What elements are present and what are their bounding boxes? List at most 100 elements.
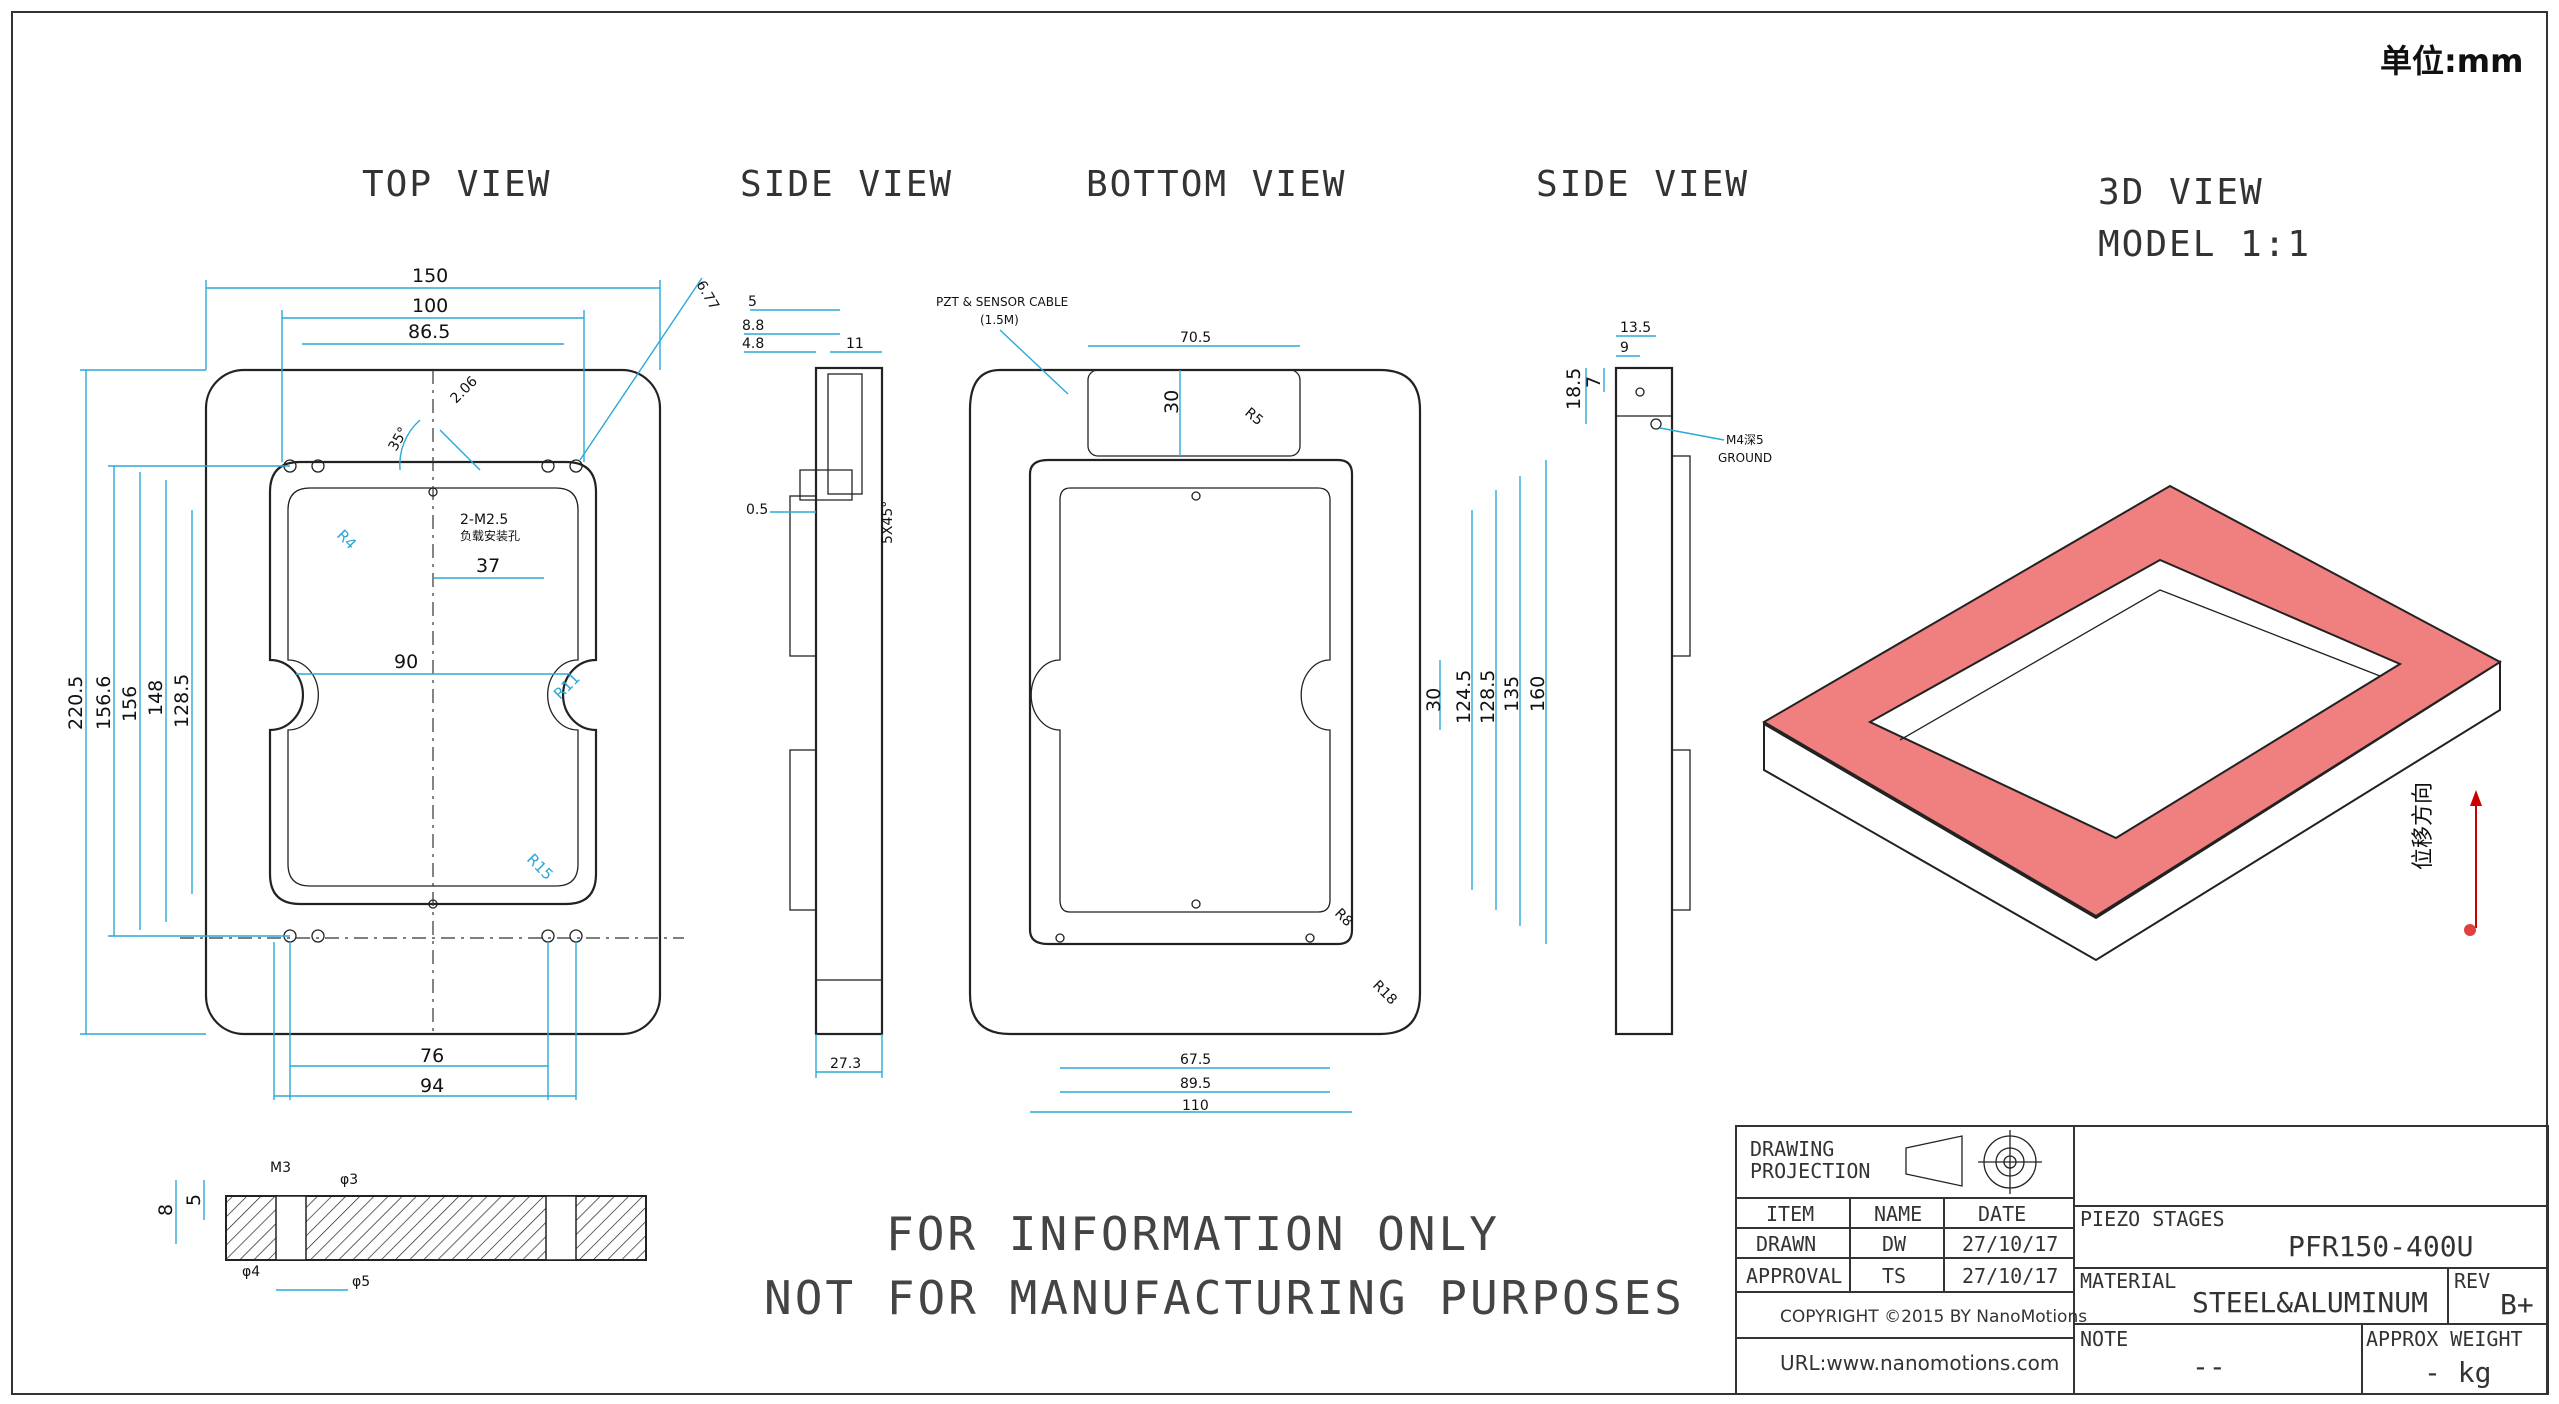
side-hole bbox=[1635, 387, 1645, 397]
dim-128-5: 128.5 bbox=[171, 674, 193, 728]
dim-m2-5: 2-M2.5 bbox=[460, 512, 508, 528]
dim-220-5: 220.5 bbox=[65, 676, 87, 730]
section-hole bbox=[545, 1195, 577, 1261]
side-view-2: 13.5 9 18.5 7 M4深5 GROUND bbox=[1563, 320, 1772, 1036]
tb-approved-by: TS bbox=[1882, 1264, 1906, 1288]
tb-material-label: MATERIAL bbox=[2080, 1269, 2176, 1293]
bottom-hole bbox=[1191, 491, 1201, 501]
tb-note-label: NOTE bbox=[2080, 1327, 2128, 1351]
dim-94: 94 bbox=[420, 1075, 444, 1097]
tb-note-value: -- bbox=[2192, 1350, 2226, 1383]
side-view-1-body bbox=[814, 366, 884, 1036]
dim-4-8: 4.8 bbox=[742, 336, 764, 352]
direction-arrow-head bbox=[2470, 790, 2482, 806]
dim-phi4: φ4 bbox=[242, 1264, 260, 1280]
dim-124-5: 124.5 bbox=[1453, 670, 1475, 724]
side-view-1-section bbox=[799, 469, 853, 501]
tb-material-value: STEEL&ALUMINUM bbox=[2192, 1286, 2428, 1319]
tb-piezo-value: PFR150-400U bbox=[2288, 1230, 2473, 1263]
dim-37: 37 bbox=[476, 555, 500, 577]
dim-70-5: 70.5 bbox=[1180, 330, 1211, 346]
tb-approval: APPROVAL bbox=[1746, 1264, 1842, 1288]
cable-label: PZT & SENSOR CABLE bbox=[936, 295, 1068, 309]
bottom-hole bbox=[1191, 899, 1201, 909]
dim-7: 7 bbox=[1583, 376, 1605, 388]
tb-date: DATE bbox=[1978, 1202, 2026, 1226]
bottom-hole bbox=[1055, 933, 1065, 943]
title-side-view-2: SIDE VIEW bbox=[1536, 164, 1749, 205]
dim-9: 9 bbox=[1620, 340, 1629, 356]
side-view-2-flange bbox=[1671, 455, 1691, 657]
section-view: 8 5 M3 φ3 φ4 φ5 bbox=[155, 1160, 647, 1291]
three-d-inner-wall bbox=[1899, 589, 2381, 741]
dim-section-5: 5 bbox=[183, 1194, 205, 1206]
dim-m3: M3 bbox=[270, 1160, 291, 1176]
dim-128-5-b: 128.5 bbox=[1477, 670, 1499, 724]
sheet-border bbox=[11, 11, 2548, 1395]
side-view-1: 5 8.8 4.8 11 0.5 5X45° 27.3 bbox=[742, 294, 896, 1078]
dim-89-5: 89.5 bbox=[1180, 1076, 1211, 1092]
title-bottom-view: BOTTOM VIEW bbox=[1086, 164, 1346, 205]
tb-piezo-label: PIEZO STAGES bbox=[2080, 1207, 2225, 1231]
dim-135: 135 bbox=[1501, 676, 1523, 712]
three-d-base-side bbox=[1763, 660, 2501, 962]
tb-drawing: DRAWING bbox=[1750, 1137, 1834, 1161]
mount-hole bbox=[541, 459, 555, 473]
dim-35-deg: 35° bbox=[386, 424, 412, 454]
section-hole bbox=[275, 1195, 307, 1261]
three-d-opening bbox=[1867, 558, 2403, 840]
m4-label: M4深5 bbox=[1726, 433, 1764, 447]
dim-13-5: 13.5 bbox=[1620, 320, 1651, 336]
dim-6-77: 6.77 bbox=[693, 278, 722, 313]
tb-rev-value: B+ bbox=[2500, 1288, 2534, 1321]
side-view-1-flange bbox=[789, 495, 817, 657]
title-3d-view: 3D VIEW bbox=[2098, 172, 2264, 213]
side-view-1-flange bbox=[789, 749, 817, 911]
dim-r5: R5 bbox=[1241, 405, 1266, 429]
dim-76: 76 bbox=[420, 1045, 444, 1067]
ground-hole bbox=[1650, 418, 1662, 430]
dim-m2-5-note: 负载安装孔 bbox=[460, 528, 520, 543]
tb-item: ITEM bbox=[1766, 1202, 1814, 1226]
dim-90: 90 bbox=[394, 651, 418, 673]
tb-weight-value: - kg bbox=[2424, 1356, 2491, 1389]
dim-5: 5 bbox=[748, 294, 757, 310]
tb-drawn-by: DW bbox=[1882, 1232, 1907, 1256]
ground-label: GROUND bbox=[1718, 451, 1772, 465]
tb-weight-label: APPROX WEIGHT bbox=[2366, 1327, 2523, 1351]
tb-name: NAME bbox=[1874, 1202, 1922, 1226]
mount-hole bbox=[569, 929, 583, 943]
load-hole bbox=[428, 899, 438, 909]
side-view-2-block bbox=[1615, 367, 1673, 417]
bottom-view-cable-pocket bbox=[1087, 369, 1301, 457]
direction-origin bbox=[2464, 924, 2476, 936]
dim-r18: R18 bbox=[1369, 978, 1400, 1009]
title-top-view: TOP VIEW bbox=[362, 164, 551, 205]
dim-148: 148 bbox=[145, 680, 167, 716]
dim-110: 110 bbox=[1182, 1098, 1209, 1114]
dim-section-8: 8 bbox=[155, 1204, 177, 1216]
dim-67-5: 67.5 bbox=[1180, 1052, 1211, 1068]
tb-projection: PROJECTION bbox=[1750, 1159, 1870, 1183]
projection-cone-icon bbox=[1905, 1135, 1963, 1187]
dim-phi5: φ5 bbox=[352, 1274, 370, 1290]
title-side-view-1: SIDE VIEW bbox=[740, 164, 953, 205]
notice-line-2: NOT FOR MANUFACTURING PURPOSES bbox=[764, 1271, 1685, 1325]
dim-2-06: 2.06 bbox=[448, 373, 481, 406]
bottom-view-opening bbox=[1030, 487, 1331, 913]
dim-86-5: 86.5 bbox=[408, 321, 450, 343]
mount-hole bbox=[569, 459, 583, 473]
top-view-inner-opening bbox=[287, 487, 579, 887]
side-view-1-base bbox=[815, 979, 883, 1035]
bottom-hole bbox=[1305, 933, 1315, 943]
dim-156-6: 156.6 bbox=[93, 676, 115, 730]
unit-label: 单位:mm bbox=[2380, 42, 2524, 80]
tb-url: URL:www.nanomotions.com bbox=[1780, 1351, 2059, 1375]
side-view-2-flange bbox=[1671, 749, 1691, 911]
tb-drawn: DRAWN bbox=[1756, 1232, 1816, 1256]
dim-8-8: 8.8 bbox=[742, 318, 764, 334]
dim-18-5: 18.5 bbox=[1563, 368, 1585, 410]
dim-11: 11 bbox=[846, 336, 864, 352]
dim-phi3: φ3 bbox=[340, 1172, 358, 1188]
notice-line-1: FOR INFORMATION ONLY bbox=[886, 1207, 1500, 1261]
